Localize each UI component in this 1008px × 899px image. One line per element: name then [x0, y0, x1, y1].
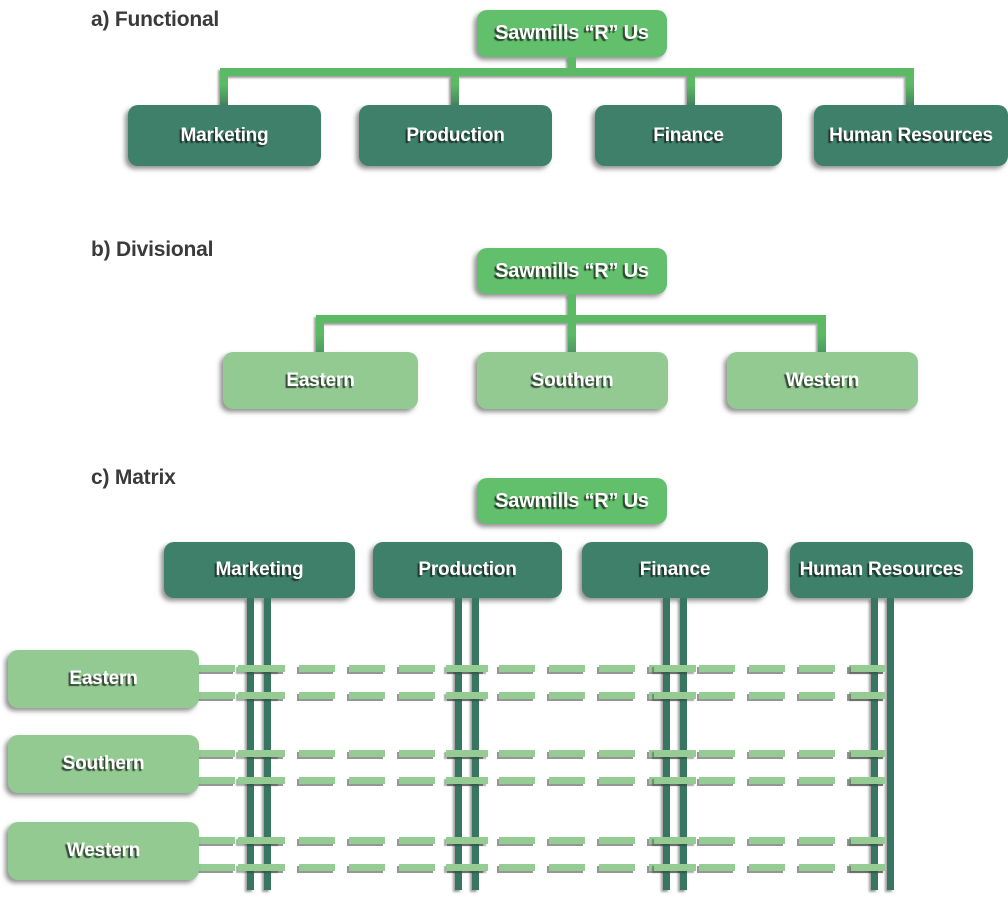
matrix-vertical-line-production-left: [455, 598, 462, 890]
matrix-crossover-dash: [446, 692, 488, 699]
functional-drop-marketing: [220, 76, 228, 107]
matrix-crossover-dash: [654, 864, 696, 871]
functional-dept-marketing: Marketing: [128, 105, 321, 166]
matrix-dash-line-southern-1: [197, 750, 885, 759]
matrix-row-southern: Southern: [8, 735, 199, 793]
divisional-connector-bar: [316, 315, 826, 323]
matrix-dash-line-eastern-2: [197, 692, 885, 701]
matrix-crossover-dash: [238, 692, 280, 699]
matrix-column-finance: Finance: [582, 542, 768, 598]
matrix-row-western: Western: [8, 822, 199, 880]
functional-root-stem: [568, 57, 576, 68]
matrix-crossover-dash: [446, 864, 488, 871]
matrix-vertical-line-marketing-right: [264, 598, 271, 890]
divisional-drop-western: [818, 323, 826, 352]
functional-drop-finance: [687, 76, 695, 107]
matrix-crossover-dash: [446, 665, 488, 672]
matrix-crossover-dash: [851, 665, 885, 672]
matrix-crossover-dash: [851, 777, 885, 784]
matrix-dash-line-western-1: [197, 837, 885, 846]
section-b-heading: b) Divisional: [91, 238, 214, 261]
functional-dept-production: Production: [359, 105, 552, 166]
divisional-root-stem: [568, 294, 576, 315]
divisional-region-southern: Southern: [477, 352, 668, 409]
functional-root-box: Sawmills “R” Us: [477, 10, 667, 57]
matrix-column-production: Production: [373, 542, 562, 598]
divisional-region-western: Western: [727, 352, 918, 409]
matrix-crossover-dash: [654, 750, 696, 757]
divisional-drop-eastern: [316, 323, 324, 352]
matrix-crossover-dash: [446, 837, 488, 844]
matrix-crossover-dash: [446, 777, 488, 784]
matrix-root-box: Sawmills “R” Us: [477, 478, 667, 524]
matrix-dash-line-western-2: [197, 864, 885, 873]
matrix-crossover-dash: [851, 864, 885, 871]
matrix-crossover-dash: [654, 665, 696, 672]
matrix-crossover-dash: [654, 837, 696, 844]
matrix-row-eastern: Eastern: [8, 650, 199, 708]
matrix-vertical-line-human-resources-right: [887, 598, 894, 890]
divisional-region-eastern: Eastern: [223, 352, 418, 409]
matrix-crossover-dash: [446, 750, 488, 757]
matrix-crossover-dash: [654, 777, 696, 784]
matrix-vertical-line-finance-right: [680, 598, 687, 890]
functional-drop-production: [451, 76, 459, 107]
functional-drop-human-resources: [906, 76, 914, 107]
matrix-crossover-dash: [238, 864, 280, 871]
matrix-vertical-line-finance-left: [663, 598, 670, 890]
matrix-crossover-dash: [238, 837, 280, 844]
functional-dept-human-resources: Human Resources: [814, 105, 1008, 166]
matrix-crossover-dash: [238, 777, 280, 784]
matrix-dash-line-southern-2: [197, 777, 885, 786]
matrix-crossover-dash: [851, 692, 885, 699]
functional-dept-finance: Finance: [595, 105, 782, 166]
matrix-vertical-line-human-resources-left: [871, 598, 878, 890]
functional-connector-bar: [220, 68, 914, 76]
section-c-heading: c) Matrix: [91, 466, 176, 489]
matrix-vertical-line-production-right: [472, 598, 479, 890]
matrix-vertical-line-marketing-left: [247, 598, 254, 890]
matrix-dash-line-eastern-1: [197, 665, 885, 674]
matrix-crossover-dash: [851, 750, 885, 757]
divisional-drop-southern: [568, 323, 576, 352]
matrix-crossover-dash: [238, 750, 280, 757]
divisional-root-box: Sawmills “R” Us: [477, 248, 667, 294]
matrix-column-marketing: Marketing: [164, 542, 355, 598]
matrix-crossover-dash: [654, 692, 696, 699]
matrix-column-human-resources: Human Resources: [790, 542, 973, 598]
matrix-crossover-dash: [851, 837, 885, 844]
matrix-crossover-dash: [238, 665, 280, 672]
section-a-heading: a) Functional: [91, 8, 220, 31]
